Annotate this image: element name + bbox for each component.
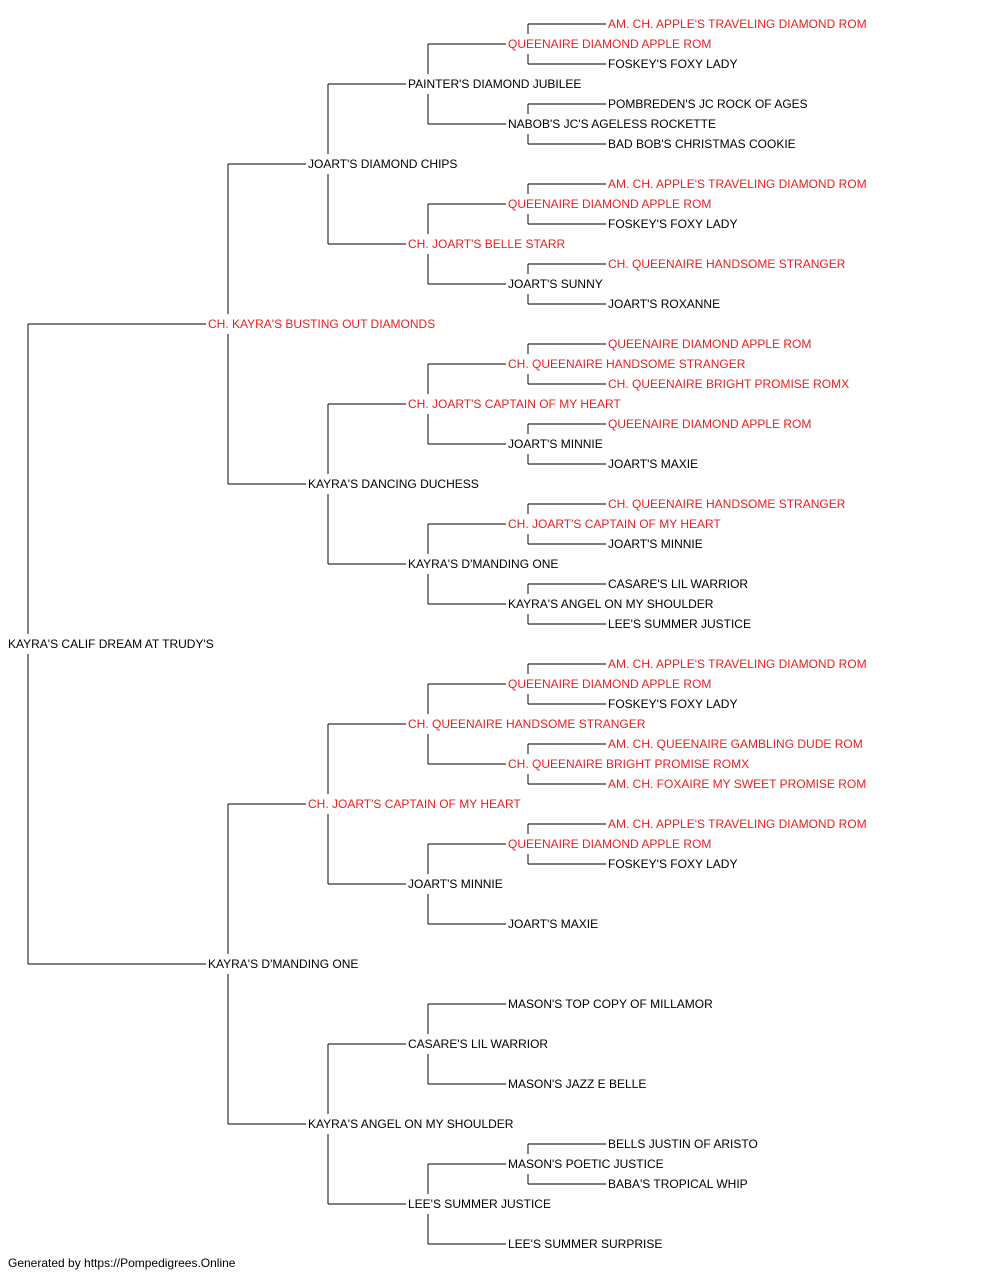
dog-name: BABA'S TROPICAL WHIP [608,1177,748,1191]
dog-name: KAYRA'S ANGEL ON MY SHOULDER [508,597,714,611]
dog-name: NABOB'S JC'S AGELESS ROCKETTE [508,117,716,131]
dog-name: AM. CH. FOXAIRE MY SWEET PROMISE ROM [608,777,866,791]
dog-name: BELLS JUSTIN OF ARISTO [608,1137,758,1151]
dog-name: BAD BOB'S CHRISTMAS COOKIE [608,137,796,151]
dog-name: JOART'S MAXIE [608,457,698,471]
dog-name: PAINTER'S DIAMOND JUBILEE [408,77,581,91]
dog-name: QUEENAIRE DIAMOND APPLE ROM [508,197,711,211]
dog-name: KAYRA'S CALIF DREAM AT TRUDY'S [8,637,214,651]
dog-name: CH. QUEENAIRE BRIGHT PROMISE ROMX [508,757,749,771]
dog-name: CH. QUEENAIRE BRIGHT PROMISE ROMX [608,377,849,391]
dog-name: AM. CH. APPLE'S TRAVELING DIAMOND ROM [608,17,867,31]
dog-name: CASARE'S LIL WARRIOR [408,1037,548,1051]
dog-name: FOSKEY'S FOXY LADY [608,217,737,231]
dog-name: AM. CH. QUEENAIRE GAMBLING DUDE ROM [608,737,863,751]
dog-name: MASON'S POETIC JUSTICE [508,1157,664,1171]
dog-name: FOSKEY'S FOXY LADY [608,697,737,711]
dog-name: JOART'S DIAMOND CHIPS [308,157,457,171]
dog-name: QUEENAIRE DIAMOND APPLE ROM [508,37,711,51]
dog-name: CH. JOART'S CAPTAIN OF MY HEART [308,797,521,811]
dog-name: QUEENAIRE DIAMOND APPLE ROM [508,677,711,691]
dog-name: QUEENAIRE DIAMOND APPLE ROM [508,837,711,851]
dog-name: KAYRA'S D'MANDING ONE [408,557,558,571]
dog-name: LEE'S SUMMER SURPRISE [508,1237,662,1251]
dog-name: QUEENAIRE DIAMOND APPLE ROM [608,417,811,431]
dog-name: AM. CH. APPLE'S TRAVELING DIAMOND ROM [608,657,867,671]
dog-name: KAYRA'S DANCING DUCHESS [308,477,479,491]
dog-name: JOART'S MAXIE [508,917,598,931]
dog-name: LEE'S SUMMER JUSTICE [408,1197,551,1211]
dog-name: LEE'S SUMMER JUSTICE [608,617,751,631]
dog-name: CH. JOART'S BELLE STARR [408,237,566,251]
dog-name: CH. KAYRA'S BUSTING OUT DIAMONDS [208,317,435,331]
dog-name: CH. QUEENAIRE HANDSOME STRANGER [508,357,746,371]
dog-name: FOSKEY'S FOXY LADY [608,57,737,71]
dog-name: KAYRA'S ANGEL ON MY SHOULDER [308,1117,514,1131]
dog-name: JOART'S ROXANNE [608,297,720,311]
dog-name: CH. QUEENAIRE HANDSOME STRANGER [408,717,646,731]
dog-name: KAYRA'S D'MANDING ONE [208,957,358,971]
dog-name: CH. QUEENAIRE HANDSOME STRANGER [608,497,846,511]
dog-name: MASON'S JAZZ E BELLE [508,1077,646,1091]
dog-name: CASARE'S LIL WARRIOR [608,577,748,591]
dog-name: JOART'S MINNIE [508,437,603,451]
dog-name: JOART'S MINNIE [608,537,703,551]
dog-name: JOART'S SUNNY [508,277,603,291]
footer-credit: Generated by https://Pompedigrees.Online [8,1256,236,1270]
dog-name: CH. JOART'S CAPTAIN OF MY HEART [408,397,621,411]
dog-name: FOSKEY'S FOXY LADY [608,857,737,871]
dog-name: MASON'S TOP COPY OF MILLAMOR [508,997,713,1011]
dog-name: QUEENAIRE DIAMOND APPLE ROM [608,337,811,351]
dog-name: CH. JOART'S CAPTAIN OF MY HEART [508,517,721,531]
dog-name: CH. QUEENAIRE HANDSOME STRANGER [608,257,846,271]
dog-name: POMBREDEN'S JC ROCK OF AGES [608,97,808,111]
dog-name: AM. CH. APPLE'S TRAVELING DIAMOND ROM [608,177,867,191]
dog-name: AM. CH. APPLE'S TRAVELING DIAMOND ROM [608,817,867,831]
dog-name: JOART'S MINNIE [408,877,503,891]
